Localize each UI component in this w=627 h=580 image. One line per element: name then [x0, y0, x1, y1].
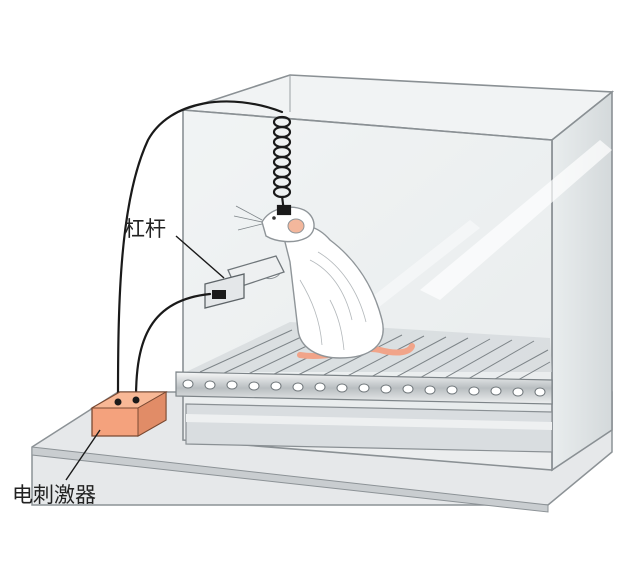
stimulator-leader-line [65, 429, 101, 481]
wires [116, 100, 284, 400]
rat-whiskers [233, 205, 263, 231]
lever-label: 杠杆 [124, 217, 166, 241]
grid-floor [175, 322, 553, 453]
lever [204, 255, 285, 309]
rod-ends [182, 379, 546, 397]
rat [233, 205, 415, 359]
lever-leader-line [175, 235, 225, 279]
rat-body [281, 224, 384, 359]
wire-to-coil [116, 100, 284, 400]
lever-connector [212, 290, 226, 299]
stimulator-label: 电刺激器 [12, 483, 96, 507]
rat-eye [272, 216, 276, 220]
rat-ear [287, 218, 305, 234]
electrode-coil [272, 115, 292, 216]
wire-to-lever [134, 292, 212, 400]
electric-stimulator [90, 391, 168, 437]
